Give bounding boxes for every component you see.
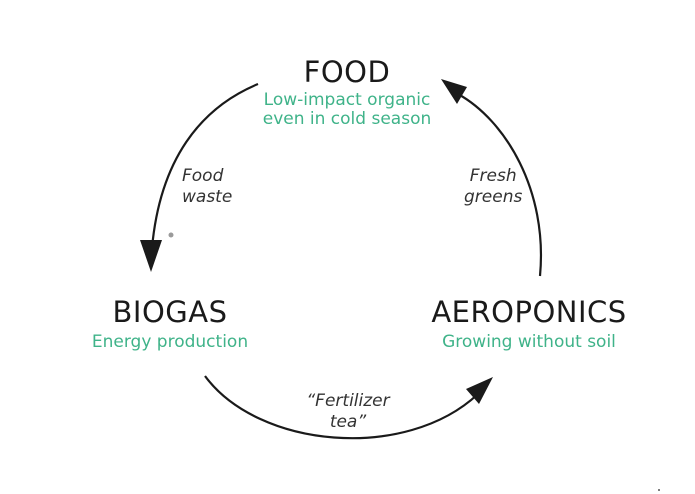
edge-label-fertilizer-tea-line2: tea”	[329, 412, 367, 432]
node-biogas-title: BIOGAS	[112, 295, 228, 329]
node-food-subtitle-line1: Low-impact organic	[263, 90, 431, 110]
arrow-biogas-to-aeroponics	[204, 375, 479, 440]
node-biogas-subtitle: Energy production	[91, 332, 249, 352]
arrowhead-aeroponics	[466, 377, 493, 404]
arrow-aeroponics-to-food	[457, 93, 543, 277]
arrowhead-food	[441, 79, 467, 104]
node-aeroponics-title: AEROPONICS	[431, 295, 627, 329]
edge-label-fertilizer-tea: “Fertilizer tea”	[306, 391, 389, 433]
edge-label-fresh-greens: Fresh greens	[464, 166, 522, 208]
edge-label-food-waste-line2: waste	[182, 187, 233, 207]
edge-label-fresh-greens-line2: greens	[464, 187, 523, 207]
node-food-title: FOOD	[303, 55, 391, 89]
node-aeroponics-subtitle: Growing without soil	[442, 332, 616, 352]
corner-dot	[658, 489, 660, 491]
node-food-subtitle-line2: even in cold season	[262, 109, 432, 129]
edge-label-fresh-greens-line1: Fresh	[469, 166, 517, 186]
edge-label-food-waste-line1: Food	[182, 166, 224, 186]
edge-label-food-waste: Food waste	[182, 166, 232, 208]
edge-label-fertilizer-tea-line1: “Fertilizer	[306, 391, 390, 411]
arrow-food-to-biogas	[150, 82, 259, 249]
arrowhead-biogas	[140, 240, 162, 272]
stray-dot	[168, 232, 174, 238]
